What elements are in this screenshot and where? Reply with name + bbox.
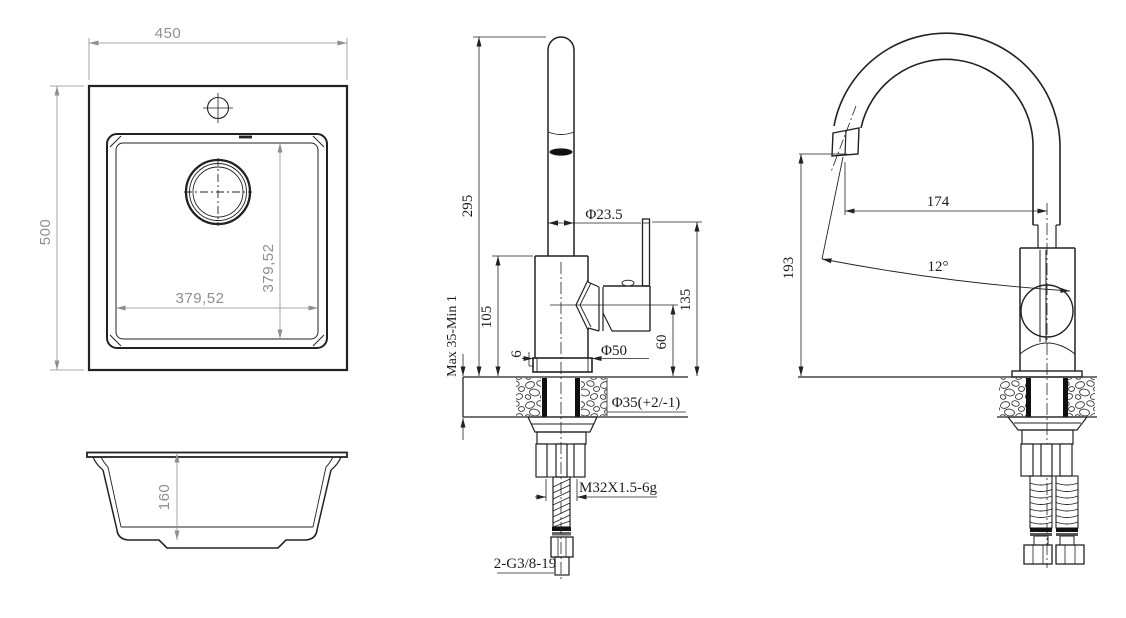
dim-mount-range: Max 35-Min 1 bbox=[445, 295, 460, 377]
dim-spout-diameter: Φ23.5 bbox=[585, 207, 622, 223]
dim-hole-diameter: Φ35(+2/-1) bbox=[612, 395, 681, 411]
dim-spout-reach: 174 bbox=[927, 194, 950, 210]
drain-hole bbox=[184, 158, 252, 226]
faucet-front-view: 295 105 Max 35-Min 1 Φ23.5 6 Φ50 135 60 … bbox=[445, 36, 702, 580]
bowl-inner-edge bbox=[115, 142, 319, 340]
dim-bowl-height: 160 bbox=[156, 484, 173, 511]
dim-sink-width: 450 bbox=[155, 25, 182, 42]
bowl-outer-edge bbox=[106, 133, 328, 349]
dim-outlet-height: 193 bbox=[781, 257, 797, 280]
sink-top-view: 450 500 379,52 379,52 bbox=[37, 25, 349, 372]
bowl-corner-chamfers bbox=[109, 135, 325, 347]
dim-spout-angle: 12° bbox=[928, 259, 949, 275]
faucet-hole bbox=[203, 93, 233, 123]
spout-outlet bbox=[549, 148, 573, 156]
bowl-bottom bbox=[116, 529, 318, 549]
dim-lever-height: 135 bbox=[678, 289, 694, 312]
threaded-shank bbox=[550, 476, 574, 576]
dim-bowl-depth: 379,52 bbox=[260, 244, 277, 293]
sink-outline bbox=[87, 84, 349, 372]
sink-rim bbox=[86, 451, 348, 458]
dim-sink-height: 500 bbox=[37, 219, 54, 246]
dim-flange-height: 6 bbox=[509, 350, 525, 358]
faucet-side-view: 174 193 12° bbox=[781, 32, 1097, 568]
dim-outlet-center-height: 60 bbox=[654, 335, 670, 350]
dim-hose-thread: 2-G3/8-19 bbox=[494, 556, 557, 572]
sink-top-dimensions bbox=[50, 38, 348, 371]
faucet-front-dimensions bbox=[460, 36, 702, 580]
faucet-side-dimensions bbox=[798, 153, 1071, 376]
countertop-section-side bbox=[798, 376, 1097, 418]
spout-tip bbox=[830, 105, 860, 173]
dim-mount-thread: M32X1.5-6g bbox=[579, 480, 657, 496]
dim-faucet-body-height: 105 bbox=[479, 306, 495, 329]
countertop-section-front bbox=[462, 376, 688, 418]
dim-bowl-width: 379,52 bbox=[176, 290, 225, 307]
sink-side-view: 160 bbox=[86, 451, 348, 549]
supply-hoses bbox=[1023, 475, 1085, 565]
handle-lever bbox=[641, 218, 651, 287]
dim-flange-diameter: Φ50 bbox=[601, 343, 627, 359]
dim-faucet-total-height: 295 bbox=[460, 195, 476, 218]
